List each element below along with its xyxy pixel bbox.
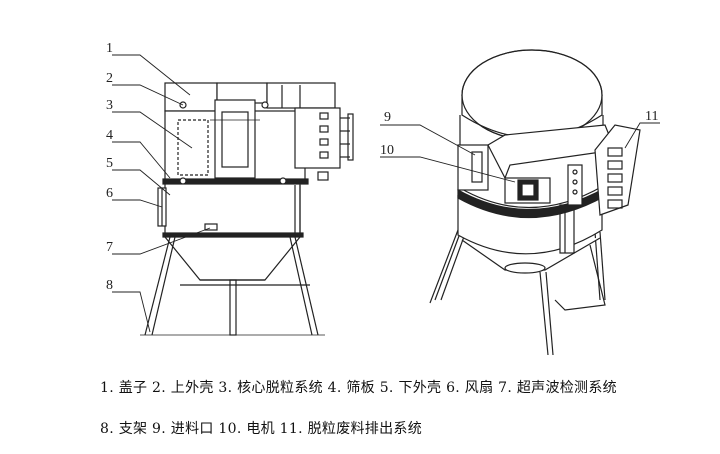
right-callout-numbers: 9 10 11 <box>380 109 658 158</box>
figure-caption-line-2: 8. 支架 9. 进料口 10. 电机 11. 脱粒废料排出系统 <box>100 421 422 437</box>
left-callout-numbers: 1 2 3 4 5 6 7 8 <box>106 41 113 293</box>
lid-part <box>164 82 218 112</box>
core-threshing-system-part <box>177 119 209 176</box>
callout-9: 9 <box>384 110 391 125</box>
ultrasonic-detector-part <box>204 223 218 231</box>
lower-housing-part <box>164 183 301 235</box>
callout-4: 4 <box>106 128 113 143</box>
callout-11: 11 <box>645 109 658 124</box>
callout-3: 3 <box>106 98 113 113</box>
figure-caption-line-1: 1. 盖子 2. 上外壳 3. 核心脱粒系统 4. 筛板 5. 下外壳 6. 风… <box>100 380 617 396</box>
callout-7: 7 <box>106 240 113 255</box>
callout-10: 10 <box>380 143 394 158</box>
stand-part <box>140 185 325 336</box>
callout-8: 8 <box>106 278 113 293</box>
waste-discharge-system-part <box>594 124 641 216</box>
callout-2: 2 <box>106 71 113 86</box>
left-callout-leaders <box>112 54 211 333</box>
right-callout-leaders <box>380 122 660 183</box>
lid-right-block <box>266 82 336 109</box>
side-control-box <box>294 107 341 169</box>
callout-1: 1 <box>106 41 113 56</box>
callout-5: 5 <box>106 156 113 171</box>
callout-6: 6 <box>106 186 113 201</box>
isometric-view-drawing <box>429 49 641 356</box>
hopper-cone <box>163 236 302 281</box>
side-view-drawing <box>140 82 354 336</box>
